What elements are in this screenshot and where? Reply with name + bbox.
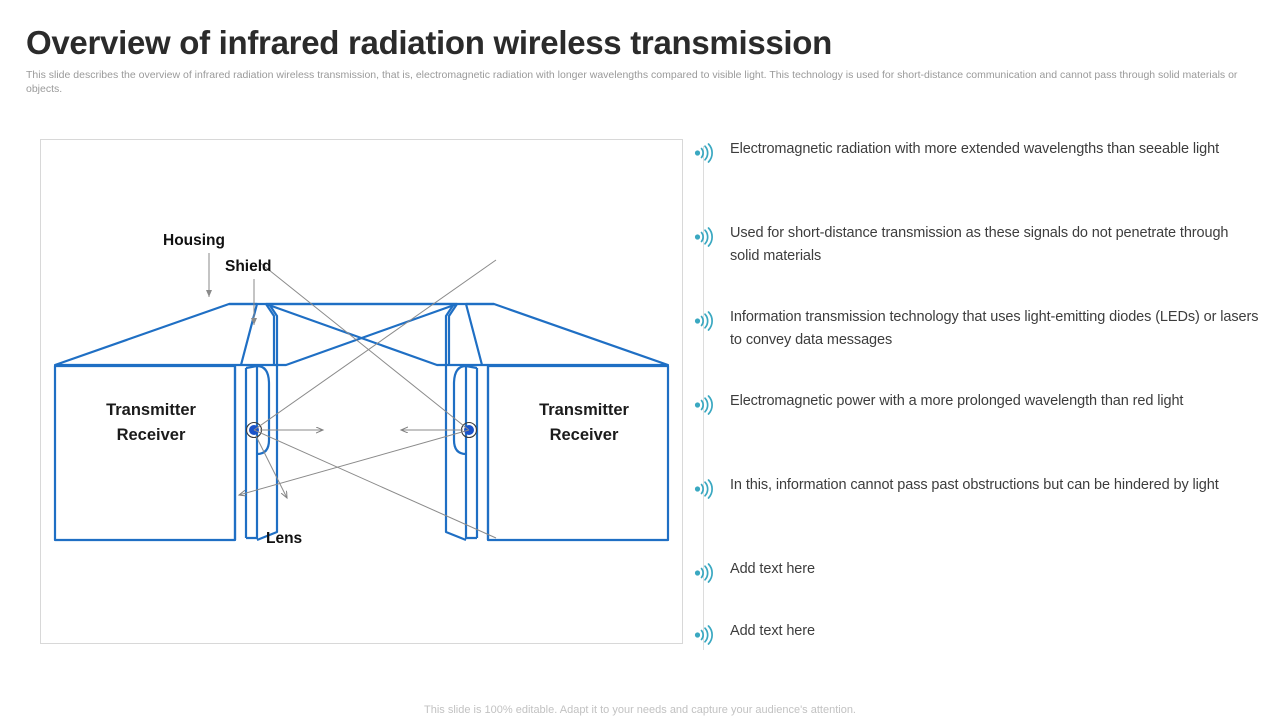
footer-note: This slide is 100% editable. Adapt it to… [424, 704, 856, 716]
housing-label: Housing [163, 232, 225, 249]
left-device [53, 302, 459, 542]
bullet-item[interactable]: Add text here [690, 558, 1260, 588]
bullet-item[interactable]: Electromagnetic radiation with more exte… [690, 138, 1260, 168]
wireless-signal-icon [690, 140, 718, 168]
lens-label: Lens [266, 530, 302, 547]
wireless-signal-icon [690, 392, 718, 420]
bullet-item[interactable]: Used for short-distance transmission as … [690, 222, 1260, 268]
wireless-signal-icon [690, 560, 718, 588]
page-title: Overview of infrared radiation wireless … [26, 24, 833, 61]
right-device-label-line2: Receiver [550, 426, 619, 444]
diagram-callouts: Housing Shield Lens [163, 232, 302, 547]
right-device [264, 302, 670, 542]
bullet-item[interactable]: Add text here [690, 620, 1260, 650]
bullet-spine-line [703, 146, 704, 650]
bullet-item[interactable]: Electromagnetic power with a more prolon… [690, 390, 1260, 420]
bullet-list: Electromagnetic radiation with more exte… [690, 130, 1260, 655]
right-device-label-line1: Transmitter [539, 401, 629, 419]
bullet-item[interactable]: In this, information cannot pass past ob… [690, 474, 1260, 504]
bullet-text: In this, information cannot pass past ob… [730, 477, 1219, 493]
bullet-text: Information transmission technology that… [730, 309, 1259, 348]
left-device-label-line1: Transmitter [106, 401, 196, 419]
page-subtitle: This slide describes the overview of inf… [26, 69, 1238, 95]
bullet-text: Electromagnetic radiation with more exte… [730, 141, 1220, 157]
bullet-text: Add text here [730, 623, 815, 639]
left-device-label-line2: Receiver [117, 426, 186, 444]
bullet-text: Electromagnetic power with a more prolon… [730, 393, 1184, 409]
infrared-transmission-diagram: Transmitter Receiver Transmitter Receive… [53, 232, 670, 547]
wireless-signal-icon [690, 622, 718, 650]
bullet-text: Used for short-distance transmission as … [730, 225, 1229, 264]
wireless-signal-icon [690, 224, 718, 252]
shield-label: Shield [225, 258, 272, 275]
bullet-item[interactable]: Information transmission technology that… [690, 306, 1260, 352]
bullet-text: Add text here [730, 561, 815, 577]
wireless-signal-icon [690, 476, 718, 504]
signal-rays [239, 259, 497, 539]
wireless-signal-icon [690, 308, 718, 336]
diagram-panel: Transmitter Receiver Transmitter Receive… [40, 139, 683, 644]
